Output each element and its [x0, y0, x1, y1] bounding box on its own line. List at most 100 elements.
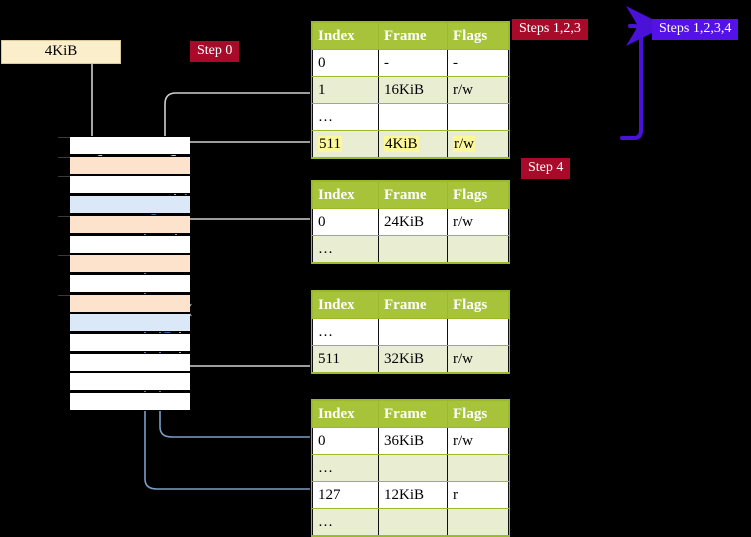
cell-flags: r/w [447, 130, 509, 158]
cell-flags: r/w [447, 208, 509, 236]
cell-frame [378, 508, 448, 536]
physical-memory-column [58, 136, 190, 414]
badge-step-4-label: Step 4 [528, 160, 564, 175]
column-header-index: Index [312, 291, 379, 319]
badge-steps-1234: Steps 1,2,3,4 [652, 19, 739, 40]
cell-index: … [312, 454, 379, 482]
cell-index: … [312, 103, 379, 131]
badge-step-0: Step 0 [190, 41, 240, 62]
size-label-4kib: 4KiB [1, 40, 121, 64]
cell-frame: 16KiB [378, 76, 448, 104]
cell-index: 127 [312, 481, 379, 509]
column-header-flags: Flags [447, 181, 509, 209]
cell-index: 511 [312, 130, 379, 158]
memory-frame-cell [70, 195, 190, 215]
cell-flags [447, 508, 509, 536]
cell-flags: r [447, 481, 509, 509]
badge-steps-123-label: Steps 1,2,3 [519, 21, 581, 36]
size-label-text: 4KiB [44, 43, 78, 59]
cell-flags: r/w [447, 76, 509, 104]
memory-tick-mark [58, 215, 70, 217]
cell-frame: 32KiB [378, 345, 448, 373]
badge-steps-123: Steps 1,2,3 [512, 19, 588, 40]
memory-frame-cell [58, 293, 190, 313]
cell-flags: - [447, 49, 509, 77]
cell-frame [378, 318, 448, 346]
cell-frame [378, 103, 448, 131]
cell-frame: 12KiB [378, 481, 448, 509]
cell-flags [447, 318, 509, 346]
memory-frame-cell [70, 273, 190, 293]
memory-frame-cell [58, 175, 190, 195]
table-row: … [312, 103, 509, 131]
table-row: 511 4KiB r/w [312, 130, 509, 158]
cell-flags [447, 454, 509, 482]
memory-tick-mark [58, 156, 70, 158]
cell-frame: 36KiB [378, 427, 448, 455]
column-header-flags: Flags [447, 291, 509, 319]
cell-flags: r/w [447, 427, 509, 455]
memory-frame-cell [58, 254, 190, 274]
cell-frame: - [378, 49, 448, 77]
table-row: … [312, 318, 509, 346]
highlighted-value: r/w [453, 135, 475, 152]
column-header-frame: Frame [378, 400, 448, 428]
cell-index: 0 [312, 208, 379, 236]
cell-flags [447, 235, 509, 263]
column-header-index: Index [312, 400, 379, 428]
memory-tick-mark [58, 255, 70, 257]
cell-frame: 4KiB [378, 130, 448, 158]
memory-frame-cell [70, 392, 190, 412]
cell-index: 0 [312, 427, 379, 455]
memory-frame-cell [70, 352, 190, 372]
cell-index: … [312, 235, 379, 263]
memory-tick-mark [58, 294, 70, 296]
cell-index: 511 [312, 345, 379, 373]
memory-frame-cell [70, 333, 190, 352]
table-row: 0-- [312, 49, 509, 77]
memory-frame-cell [58, 155, 190, 175]
column-header-flags: Flags [447, 22, 509, 50]
table-row: … [312, 454, 509, 482]
cell-index: … [312, 508, 379, 536]
memory-frame-cell [70, 234, 190, 254]
cell-index: … [312, 318, 379, 346]
cell-index: 0 [312, 49, 379, 77]
memory-tick-mark [58, 176, 70, 178]
highlighted-value: 4KiB [384, 135, 419, 152]
badge-step-0-label: Step 0 [197, 43, 233, 58]
cell-index: 1 [312, 76, 379, 104]
cell-flags: r/w [447, 345, 509, 373]
badge-steps-1234-label: Steps 1,2,3,4 [659, 21, 732, 36]
cell-frame: 24KiB [378, 208, 448, 236]
memory-tick-mark [58, 137, 70, 138]
memory-frame-cell [58, 214, 190, 234]
column-header-frame: Frame [378, 22, 448, 50]
cell-frame [378, 235, 448, 263]
column-header-flags: Flags [447, 400, 509, 428]
memory-frame-cell [70, 372, 190, 392]
column-header-index: Index [312, 181, 379, 209]
highlighted-value: 511 [318, 135, 342, 152]
table-row: … [312, 235, 509, 263]
memory-frame-cell [58, 136, 190, 155]
memory-frame-cell [70, 313, 190, 333]
column-header-frame: Frame [378, 291, 448, 319]
badge-step-4: Step 4 [521, 158, 571, 179]
column-header-frame: Frame [378, 181, 448, 209]
cell-flags [447, 103, 509, 131]
